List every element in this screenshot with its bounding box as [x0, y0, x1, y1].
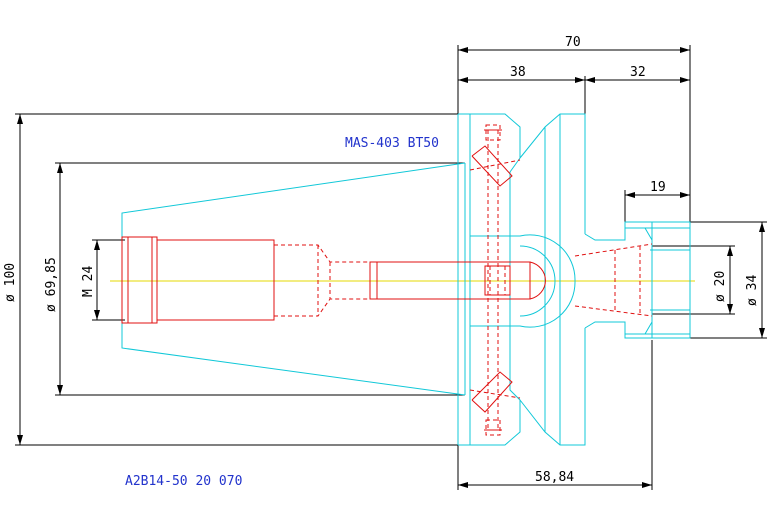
dim-projection: 32 [630, 65, 646, 80]
dim-dia-flange: ø 100 [3, 263, 18, 302]
dim-dia-nut: ø 34 [745, 275, 760, 306]
dim-gauge-length: 58,84 [535, 470, 574, 485]
dim-nut-length: 19 [650, 180, 666, 195]
dim-flange-length: 38 [510, 65, 526, 80]
dim-total-length: 70 [565, 35, 581, 50]
dim-dia-taper: ø 69,85 [44, 257, 59, 312]
dimension-lines [15, 45, 767, 490]
labels: MAS-403 BT50 A2B14-50 20 070 70 38 32 19… [3, 35, 760, 489]
part-number-label: A2B14-50 20 070 [125, 474, 242, 489]
title-label: MAS-403 BT50 [345, 136, 439, 151]
hidden-geometry [121, 124, 653, 436]
dim-dia-bore: ø 20 [713, 271, 728, 302]
dim-thread: M 24 [81, 266, 96, 297]
